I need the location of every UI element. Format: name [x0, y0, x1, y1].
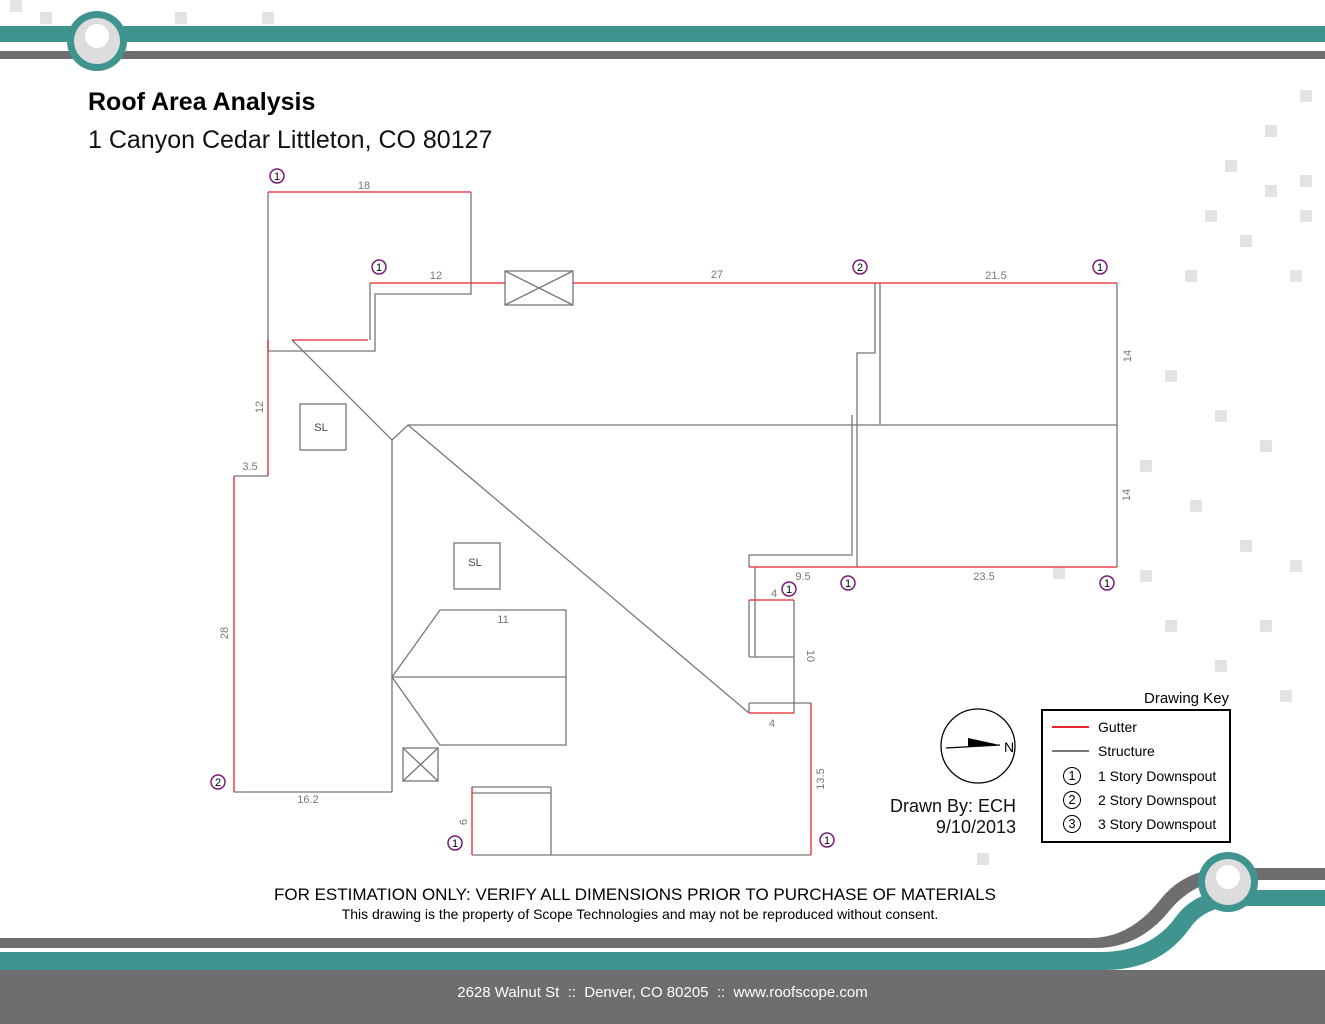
key-item: 3 Story Downspout — [1098, 816, 1217, 832]
dimension-label: 14 — [1122, 350, 1134, 362]
dimension-label: 21.5 — [985, 270, 1006, 282]
svg-text:1: 1 — [786, 584, 792, 596]
svg-text:1: 1 — [1104, 578, 1110, 590]
downspout-marker: 1 — [269, 168, 285, 184]
dimension-label: 23.5 — [973, 571, 994, 583]
svg-text:2: 2 — [857, 262, 863, 274]
key-item: Gutter — [1098, 719, 1137, 735]
svg-text:1: 1 — [452, 838, 458, 850]
drawn-by-block: Drawn By: ECH 9/10/2013 — [860, 796, 1016, 838]
dimension-label: 12 — [430, 270, 442, 282]
property-address: 1 Canyon Cedar Littleton, CO 80127 — [88, 126, 493, 154]
drawn-by: Drawn By: ECH — [889, 796, 1016, 816]
downspout-1-icon: 1 — [1063, 767, 1081, 785]
key-item: 2 Story Downspout — [1098, 792, 1217, 808]
dimension-label: 14 — [1121, 489, 1133, 501]
downspout-marker: 1 — [447, 835, 463, 851]
dimension-label: 12 — [254, 401, 266, 413]
key-title: Drawing Key — [1144, 690, 1230, 707]
dimension-label: 4 — [771, 588, 777, 600]
downspout-marker: 1 — [840, 575, 856, 591]
structure-lines — [234, 192, 1118, 856]
north-compass-icon: N — [940, 708, 1016, 784]
page-title: Roof Area Analysis — [88, 88, 316, 116]
key-item: 1 Story Downspout — [1098, 768, 1217, 784]
downspout-marker: 1 — [781, 581, 797, 597]
skylight-label: SL — [468, 557, 481, 569]
dimension-label: 9.5 — [795, 571, 810, 583]
estimation-warning: FOR ESTIMATION ONLY: VERIFY ALL DIMENSIO… — [273, 885, 996, 904]
dimension-label: 13.5 — [815, 768, 827, 789]
pixel-pattern — [10, 0, 1312, 865]
dimension-label: 6 — [458, 819, 470, 825]
property-notice: This drawing is the property of Scope Te… — [341, 906, 939, 922]
downspout-marker: 1 — [1099, 575, 1115, 591]
svg-text:1: 1 — [274, 171, 280, 183]
skylight — [453, 542, 501, 590]
footer-bar — [0, 970, 1325, 1024]
downspout-marker: 1 — [819, 832, 835, 848]
gutter-lines — [233, 191, 1117, 855]
dimension-label: 4 — [769, 718, 775, 730]
dimension-label: 28 — [219, 627, 231, 639]
downspout-3-icon: 3 — [1063, 815, 1081, 833]
dimension-label: 18 — [358, 180, 370, 192]
dimension-label: 10 — [804, 650, 816, 662]
downspout-marker: 2 — [852, 259, 868, 275]
downspout-marker: 1 — [1092, 259, 1108, 275]
skylight — [299, 403, 347, 451]
svg-text:N: N — [1004, 739, 1014, 755]
downspout-2-icon: 2 — [1063, 791, 1081, 809]
svg-text:1: 1 — [1097, 262, 1103, 274]
svg-text:1: 1 — [824, 835, 830, 847]
dimension-label: 27 — [711, 269, 723, 281]
dimension-label: 16.2 — [297, 794, 318, 806]
downspout-marker: 2 — [210, 774, 226, 790]
dimension-label: 11 — [497, 614, 508, 626]
drawing-key: Gutter Structure 1 1 Story Downspout 2 2… — [1041, 709, 1231, 843]
footer-contact: 2628 Walnut St :: Denver, CO 80205 :: ww… — [457, 984, 868, 1001]
drawn-date: 9/10/2013 — [935, 817, 1016, 837]
svg-text:2: 2 — [215, 777, 221, 789]
skylight-label: SL — [314, 422, 327, 434]
dimension-label: 3.5 — [242, 461, 257, 473]
downspout-marker: 1 — [371, 259, 387, 275]
gutter-swatch — [1052, 726, 1089, 728]
structure-swatch — [1052, 750, 1089, 752]
svg-text:1: 1 — [376, 262, 382, 274]
svg-text:1: 1 — [845, 578, 851, 590]
key-item: Structure — [1098, 743, 1155, 759]
